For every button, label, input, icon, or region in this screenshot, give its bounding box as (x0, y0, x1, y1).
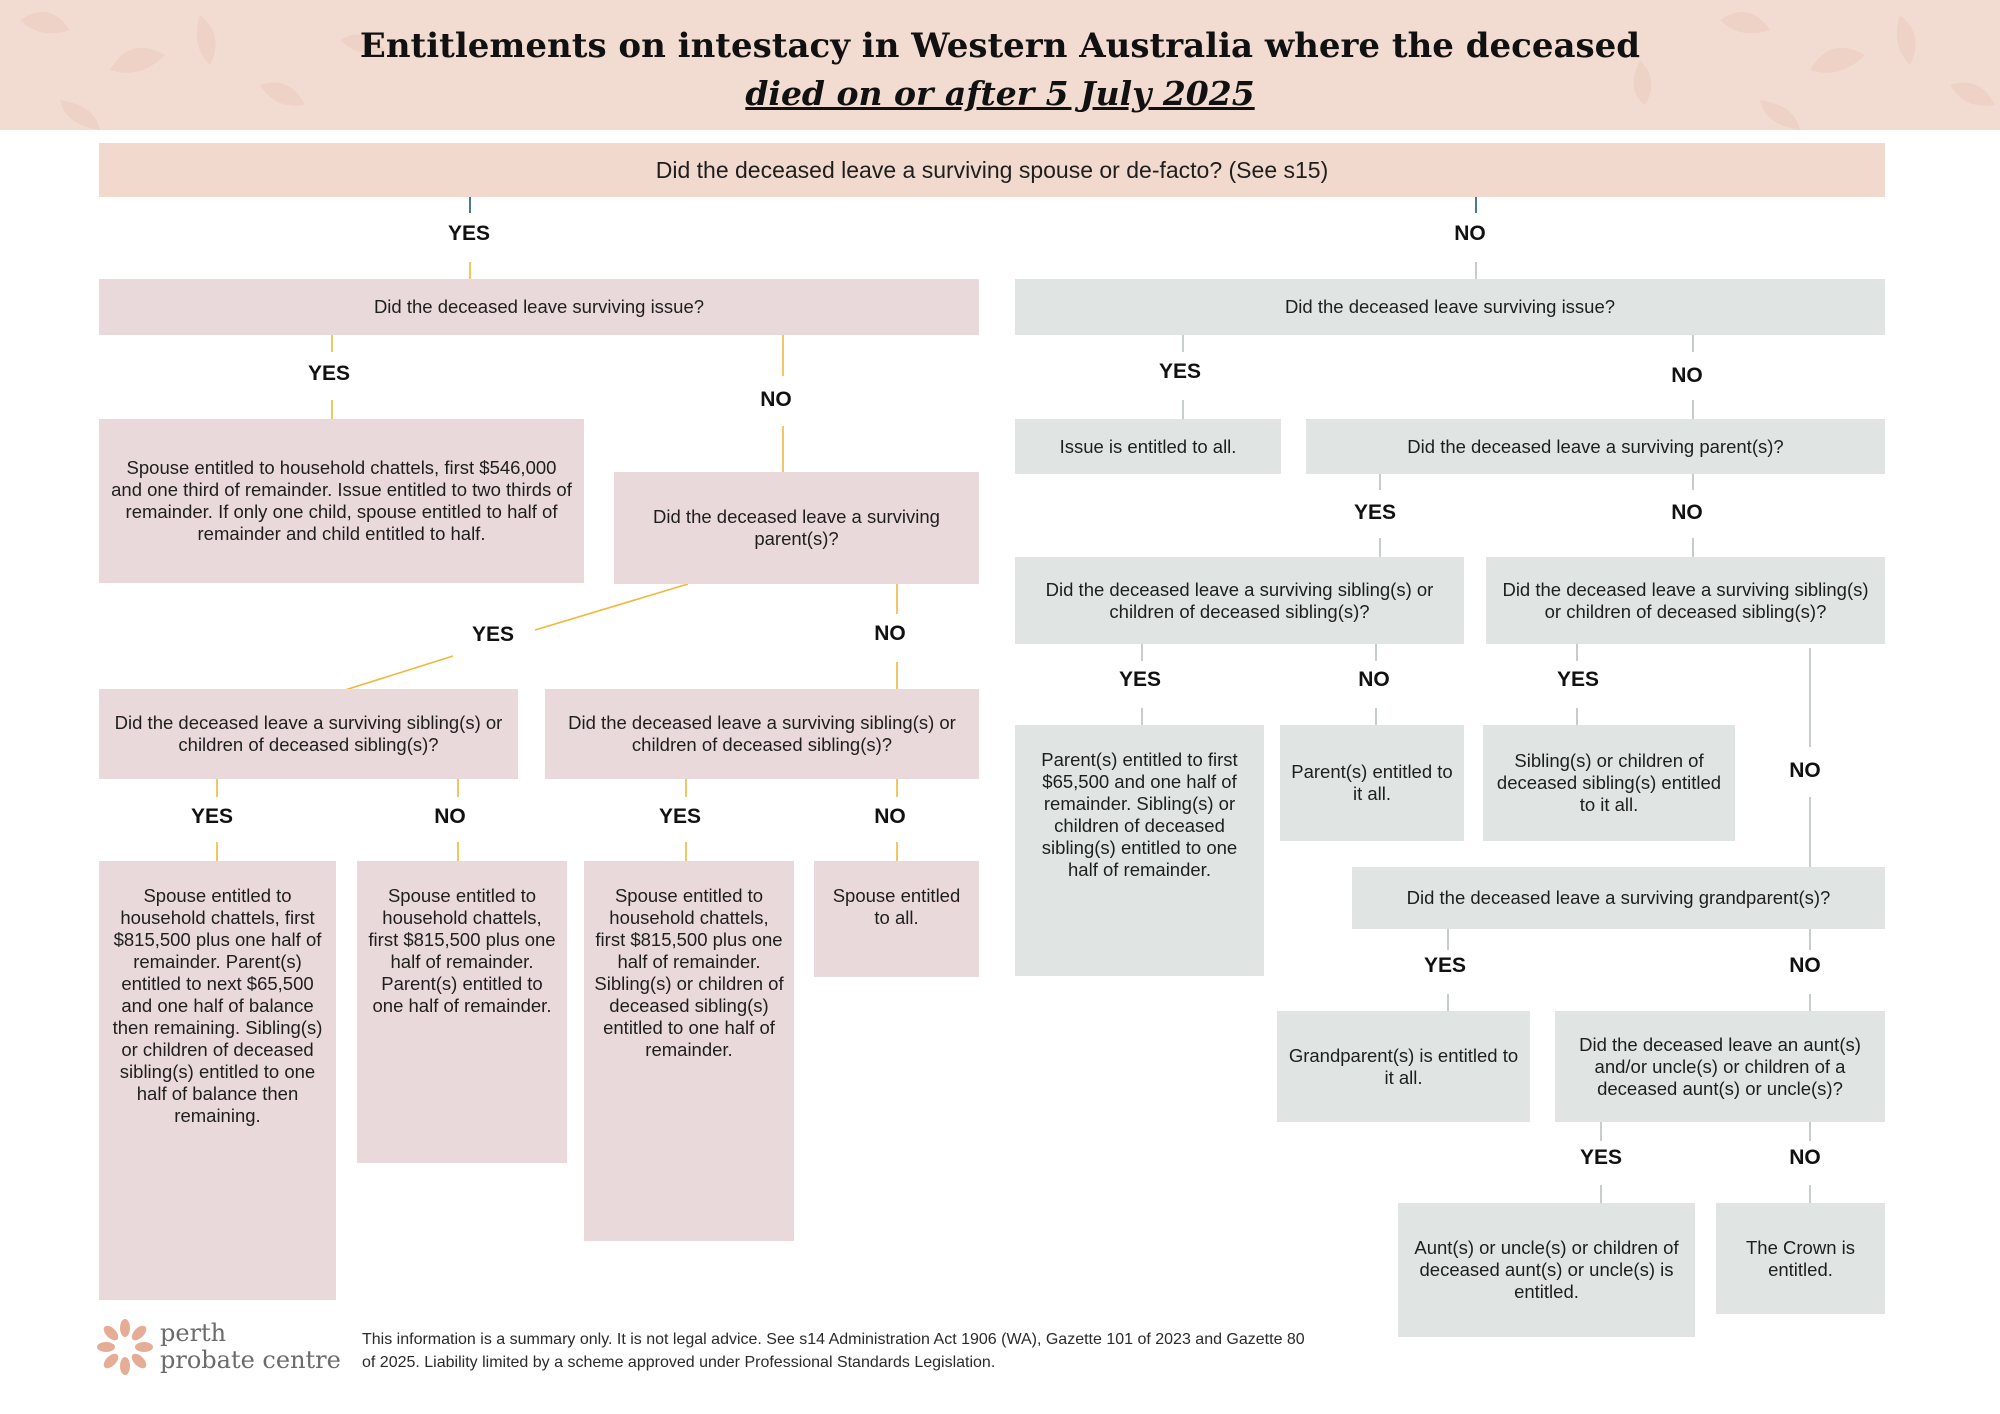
grandparent-yes-label: YES (1423, 954, 1467, 977)
sibling-a-yes-label: YES (190, 805, 234, 828)
spouse-parent-question: Did the deceased leave a surviving paren… (614, 472, 979, 584)
spouse-issue-question: Did the deceased leave surviving issue? (99, 279, 979, 335)
legal-disclaimer: This information is a summary only. It i… (362, 1331, 1305, 1371)
grandparent-question: Did the deceased leave a surviving grand… (1352, 867, 1885, 929)
parent-sibling-result: Parent(s) entitled to first $65,500 and … (1015, 725, 1264, 976)
page-title: Entitlements on intestacy in Western Aus… (359, 26, 1641, 66)
nospouse-issue-yes-label: YES (1158, 360, 1202, 383)
header-pattern (20, 12, 1995, 130)
nospouse-parent-no-label: NO (1671, 501, 1703, 524)
root-yes-label: YES (447, 222, 491, 245)
spouse-parent-no-label: NO (874, 622, 906, 645)
aunt-uncle-question: Did the deceased leave an aunt(s) and/or… (1555, 1011, 1885, 1122)
spouse-parent-yes-label: YES (471, 623, 515, 646)
aunt-no-label: NO (1789, 1146, 1821, 1169)
root-no-label: NO (1454, 222, 1486, 245)
nospouse-issue-no-label: NO (1671, 364, 1703, 387)
parent-sibling-question: Did the deceased leave a surviving sibli… (1015, 557, 1464, 644)
sibling-only-result: Sibling(s) or children of deceased sibli… (1483, 725, 1735, 841)
nospouse-parent-yes-label: YES (1353, 501, 1397, 524)
crown-result: The Crown is entitled. (1716, 1203, 1885, 1314)
spouse-parent-nosibling-result: Spouse entitled to household chattels, f… (357, 861, 567, 1163)
noparent-sibling-yes-label: YES (1556, 668, 1600, 691)
nospouse-issue-question: Did the deceased leave surviving issue? (1015, 279, 1885, 335)
brand-line-1: perth (160, 1319, 227, 1347)
spouse-noparent-sibling-result: Spouse entitled to household chattels, f… (584, 861, 794, 1241)
header-banner (0, 0, 2000, 130)
page-subtitle: died on or after 5 July 2025 (745, 74, 1255, 113)
probate-centre-logo-icon (97, 1319, 153, 1375)
aunt-yes-label: YES (1579, 1146, 1623, 1169)
sibling-a-no-label: NO (434, 805, 466, 828)
noparent-sibling-question: Did the deceased leave a surviving sibli… (1486, 557, 1885, 644)
aunt-uncle-result: Aunt(s) or uncle(s) or children of decea… (1398, 1203, 1695, 1337)
sibling-b-no-label: NO (874, 805, 906, 828)
root-spouse-question: Did the deceased leave a surviving spous… (99, 143, 1885, 197)
spouse-only-result: Spouse entitled to all. (814, 861, 979, 977)
brand-name: perth probate centre (160, 1320, 341, 1374)
spouse-parent-yes-sibling-question: Did the deceased leave a surviving sibli… (99, 689, 518, 779)
noparent-sibling-no-label: NO (1789, 759, 1821, 782)
sibling-b-yes-label: YES (658, 805, 702, 828)
grandparent-no-label: NO (1789, 954, 1821, 977)
grandparent-result: Grandparent(s) is entitled to it all. (1277, 1011, 1530, 1122)
spouse-parent-sibling-result: Spouse entitled to household chattels, f… (99, 861, 336, 1300)
spouse-parent-no-sibling-question: Did the deceased leave a surviving sibli… (545, 689, 979, 779)
spouse-issue-yes-result: Spouse entitled to household chattels, f… (99, 419, 584, 583)
brand-line-2: probate centre (160, 1346, 341, 1374)
parent-sibling-no-label: NO (1358, 668, 1390, 691)
issue-entitled-result: Issue is entitled to all. (1015, 419, 1281, 474)
parent-sibling-yes-label: YES (1118, 668, 1162, 691)
spouse-issue-yes-label: YES (307, 362, 351, 385)
spouse-issue-no-label: NO (760, 388, 792, 411)
nospouse-parent-question: Did the deceased leave a surviving paren… (1306, 419, 1885, 474)
parent-only-result: Parent(s) entitled to it all. (1280, 725, 1464, 841)
